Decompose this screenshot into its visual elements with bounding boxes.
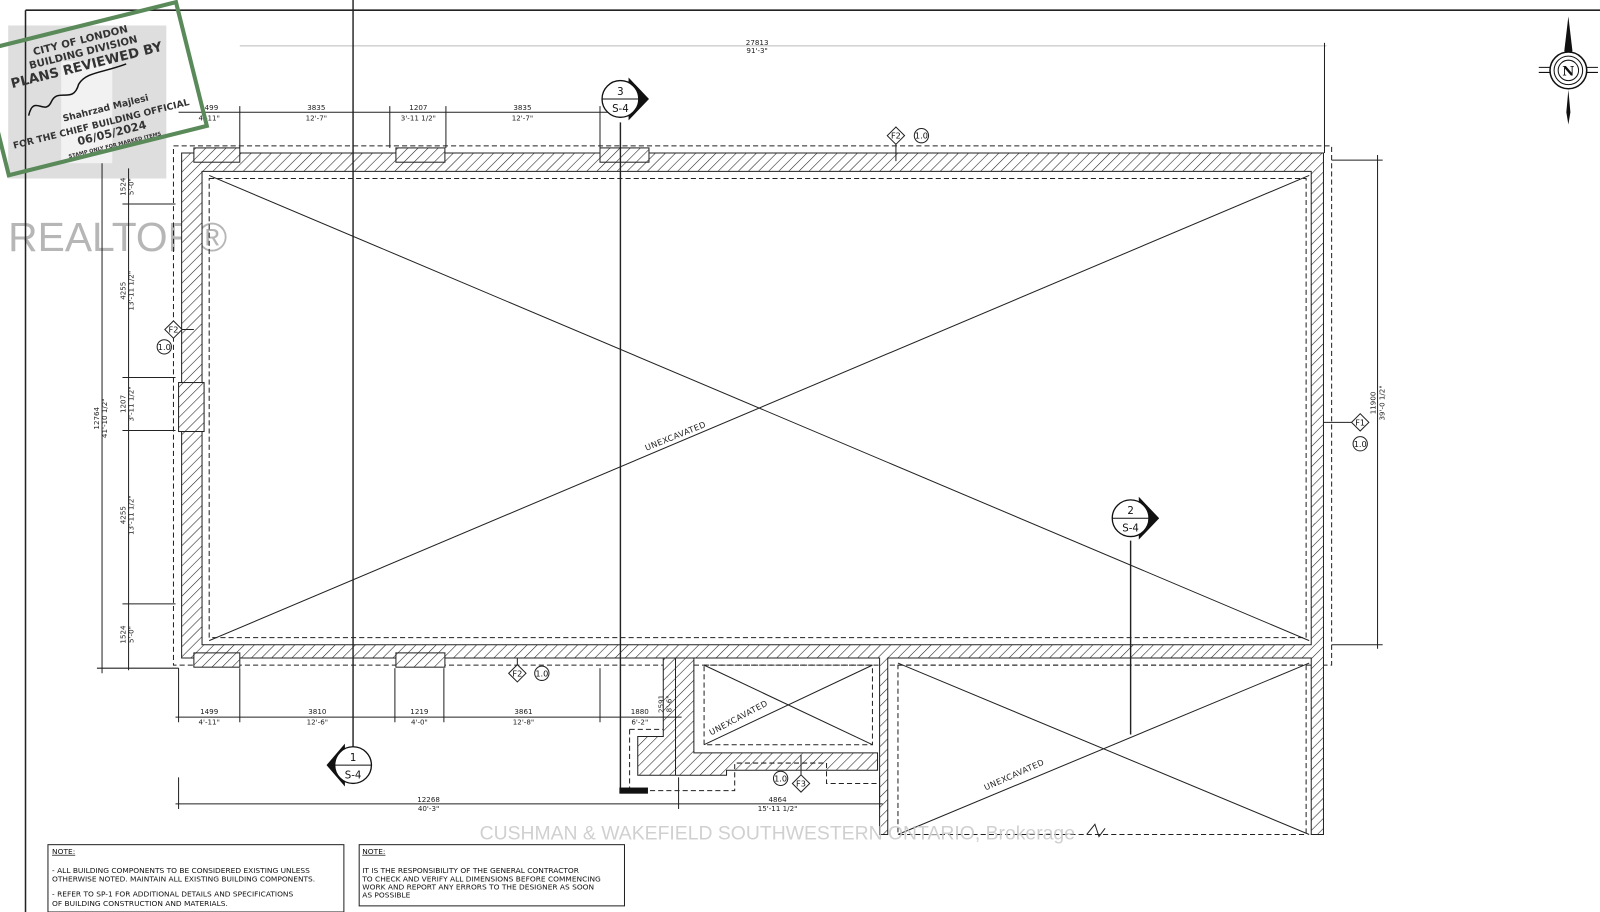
- footing-tag-bottom: F2 1.0: [507, 657, 550, 683]
- svg-text:TO CHECK AND VERIFY ALL DIMENS: TO CHECK AND VERIFY ALL DIMENSIONS BEFOR…: [361, 874, 601, 883]
- svg-text:27813: 27813: [746, 38, 769, 47]
- svg-text:F1: F1: [1355, 417, 1365, 427]
- svg-text:IT IS THE RESPONSIBILITY OF TH: IT IS THE RESPONSIBILITY OF THE GENERAL …: [362, 866, 579, 875]
- svg-text:4255: 4255: [119, 282, 128, 300]
- svg-text:3'-11 1/2": 3'-11 1/2": [401, 113, 436, 122]
- svg-text:UNEXCAVATED: UNEXCAVATED: [982, 757, 1045, 793]
- svg-text:1: 1: [350, 753, 356, 764]
- svg-text:F2: F2: [891, 131, 901, 141]
- foundation-walls: [172, 145, 1333, 838]
- svg-text:12764: 12764: [92, 406, 101, 429]
- svg-text:- ALL BUILDING COMPONENTS TO B: - ALL BUILDING COMPONENTS TO BE CONSIDER…: [52, 866, 310, 875]
- svg-text:13'-11 1/2": 13'-11 1/2": [127, 271, 136, 311]
- svg-text:S-4: S-4: [612, 104, 629, 115]
- svg-text:F3: F3: [796, 779, 806, 789]
- svg-text:1499: 1499: [200, 103, 219, 112]
- section-marker-1[interactable]: 1 S-4: [326, 743, 373, 787]
- svg-text:1.0: 1.0: [1354, 439, 1367, 449]
- svg-text:NOTE:: NOTE:: [362, 847, 385, 856]
- svg-text:NOTE:: NOTE:: [52, 847, 75, 856]
- section-cut-lines: [352, 0, 1132, 791]
- svg-text:4255: 4255: [119, 506, 128, 524]
- svg-text:15'-11 1/2": 15'-11 1/2": [758, 804, 798, 813]
- section-end-mark: [619, 787, 648, 794]
- svg-text:13'-11 1/2": 13'-11 1/2": [127, 495, 136, 535]
- svg-text:3: 3: [617, 87, 623, 98]
- section-marker-3[interactable]: 3 S-4: [601, 77, 649, 121]
- svg-text:4'-0": 4'-0": [411, 717, 428, 726]
- svg-text:4'-11": 4'-11": [198, 717, 219, 726]
- svg-text:2: 2: [1127, 506, 1133, 517]
- svg-text:3835: 3835: [513, 103, 531, 112]
- svg-text:3810: 3810: [308, 707, 327, 716]
- svg-text:12'-7": 12'-7": [512, 113, 533, 122]
- footing-tag-left: F2 1.0: [156, 320, 194, 355]
- svg-text:12'-6": 12'-6": [307, 717, 328, 726]
- svg-text:3861: 3861: [514, 707, 532, 716]
- svg-text:41'-10 1/2": 41'-10 1/2": [100, 398, 109, 438]
- svg-text:8'-6": 8'-6": [664, 695, 673, 712]
- svg-text:3'-11 1/2": 3'-11 1/2": [127, 386, 136, 421]
- svg-text:OTHERWISE NOTED. MAINTAIN ALL: OTHERWISE NOTED. MAINTAIN ALL EXISTING B…: [52, 874, 315, 883]
- svg-text:S-4: S-4: [345, 770, 362, 781]
- footing-tag-bottom-2: F3 1.0: [772, 754, 811, 793]
- svg-text:1.0: 1.0: [915, 131, 928, 141]
- note-box-1: NOTE: - ALL BUILDING COMPONENTS TO BE CO…: [47, 844, 345, 912]
- svg-text:S-4: S-4: [1122, 523, 1139, 534]
- svg-text:- REFER TO SP-1 FOR ADDITIONAL: - REFER TO SP-1 FOR ADDITIONAL DETAILS A…: [52, 890, 293, 899]
- svg-text:39'-0 1/2": 39'-0 1/2": [1378, 385, 1387, 420]
- dimension-overall-top: 27813 91'-3": [239, 38, 1327, 154]
- svg-text:12'-8": 12'-8": [513, 717, 534, 726]
- svg-text:F2: F2: [169, 325, 179, 335]
- footing-tag-top: F2 1.0: [886, 126, 930, 162]
- svg-text:2591: 2591: [656, 695, 665, 713]
- svg-text:40'-3": 40'-3": [418, 804, 439, 813]
- svg-text:WORK AND REPORT ANY ERRORS TO: WORK AND REPORT ANY ERRORS TO THE DESIGN…: [362, 883, 594, 892]
- svg-text:1524: 1524: [119, 625, 128, 644]
- svg-text:1.0: 1.0: [774, 773, 787, 783]
- sheet-border: [24, 9, 1600, 912]
- svg-text:3835: 3835: [307, 103, 325, 112]
- footing-tag-right: F1 1.0: [1323, 412, 1370, 452]
- svg-text:1.0: 1.0: [535, 668, 548, 678]
- svg-text:UNEXCAVATED: UNEXCAVATED: [707, 698, 769, 737]
- dimension-string-top: [178, 106, 613, 148]
- north-arrow-icon: N: [1538, 16, 1598, 125]
- svg-text:1499: 1499: [200, 707, 219, 716]
- svg-text:1.0: 1.0: [158, 342, 171, 352]
- svg-text:4864: 4864: [768, 795, 787, 804]
- svg-text:4'-11": 4'-11": [198, 113, 219, 122]
- dimension-string-bottom: [175, 657, 883, 809]
- svg-text:1880: 1880: [631, 707, 650, 716]
- dimension-string-left: [96, 163, 179, 674]
- svg-text:1207: 1207: [119, 395, 128, 413]
- svg-text:5'-0": 5'-0": [127, 626, 136, 643]
- section-marker-2[interactable]: 2 S-4: [1111, 496, 1160, 540]
- dimension-right: [1331, 155, 1383, 649]
- svg-text:AS POSSIBLE: AS POSSIBLE: [362, 891, 410, 900]
- svg-text:1207: 1207: [409, 103, 427, 112]
- svg-text:OF BUILDING CONSTRUCTION AND M: OF BUILDING CONSTRUCTION AND MATERIALS.: [52, 899, 228, 908]
- svg-text:6'-2": 6'-2": [631, 717, 648, 726]
- brokerage-watermark: CUSHMAN & WAKEFIELD SOUTHWESTERN ONTARIO…: [480, 823, 1075, 845]
- svg-text:12268: 12268: [417, 795, 440, 804]
- svg-text:91'-3": 91'-3": [746, 46, 767, 55]
- svg-text:1524: 1524: [119, 177, 128, 196]
- svg-text:11900: 11900: [1369, 391, 1378, 414]
- svg-text:5'-0": 5'-0": [127, 178, 136, 195]
- svg-text:12'-7": 12'-7": [306, 113, 327, 122]
- svg-text:1219: 1219: [410, 707, 429, 716]
- note-box-2: NOTE: IT IS THE RESPONSIBILITY OF THE GE…: [358, 844, 625, 907]
- svg-text:UNEXCAVATED: UNEXCAVATED: [643, 419, 707, 453]
- svg-text:N: N: [1562, 64, 1574, 79]
- svg-text:F2: F2: [512, 668, 522, 678]
